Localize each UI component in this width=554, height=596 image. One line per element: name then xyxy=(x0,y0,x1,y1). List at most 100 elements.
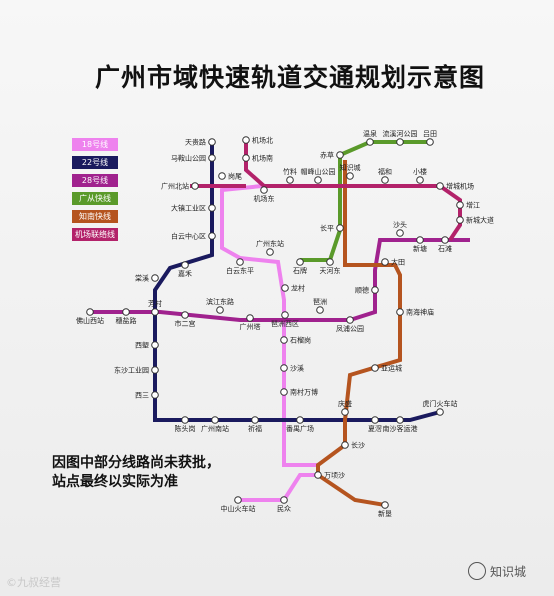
station-marker[interactable] xyxy=(326,258,334,266)
line-airport xyxy=(244,140,462,242)
station-marker[interactable] xyxy=(396,229,404,237)
station-marker[interactable] xyxy=(191,182,199,190)
station-label: 广州南站 xyxy=(201,424,229,433)
station-label: 新垦 xyxy=(378,509,392,518)
station-marker[interactable] xyxy=(416,236,424,244)
station-marker[interactable] xyxy=(336,151,344,159)
station-marker[interactable] xyxy=(456,216,464,224)
station-marker[interactable] xyxy=(251,416,259,424)
station-label: 龙村 xyxy=(291,284,305,293)
station-marker[interactable] xyxy=(371,416,379,424)
station-label: 西三 xyxy=(135,392,149,400)
station-marker[interactable] xyxy=(341,441,349,449)
station-marker[interactable] xyxy=(381,501,389,509)
station-marker[interactable] xyxy=(341,408,349,416)
station-label: 增城机场 xyxy=(446,182,474,191)
station-label: 夏滘 xyxy=(368,424,382,433)
station-label: 机场东 xyxy=(254,194,275,203)
station-marker[interactable] xyxy=(314,176,322,184)
station-marker[interactable] xyxy=(396,138,404,146)
line-gc xyxy=(300,140,430,262)
station-label: 增江 xyxy=(466,201,480,210)
station-label: 琶洲 xyxy=(313,298,327,306)
station-marker[interactable] xyxy=(296,416,304,424)
station-marker[interactable] xyxy=(416,176,424,184)
station-label: 嘉禾 xyxy=(178,269,192,278)
station-marker[interactable] xyxy=(316,306,324,314)
station-label: 西塱 xyxy=(135,341,149,350)
station-markers: 天贵路马鞍山公园广州北站岗尾机场北机场南机场东竹料帽峰山公园知识城福和小楼增城机… xyxy=(76,129,494,518)
station-marker[interactable] xyxy=(281,284,289,292)
station-marker[interactable] xyxy=(281,311,289,319)
station-marker[interactable] xyxy=(346,172,354,180)
station-marker[interactable] xyxy=(346,316,354,324)
station-label: 沙头 xyxy=(393,220,407,229)
legend-item-2: 28号线 xyxy=(72,174,118,187)
station-marker[interactable] xyxy=(314,471,322,479)
station-marker[interactable] xyxy=(218,172,226,180)
station-label: 东沙工业园 xyxy=(114,366,149,375)
station-marker[interactable] xyxy=(181,416,189,424)
station-marker[interactable] xyxy=(280,336,288,344)
station-marker[interactable] xyxy=(181,311,189,319)
station-marker[interactable] xyxy=(456,201,464,209)
station-marker[interactable] xyxy=(242,136,250,144)
station-label: 岗尾 xyxy=(228,173,242,181)
wechat-logo-icon xyxy=(468,562,486,580)
station-marker[interactable] xyxy=(436,182,444,190)
station-marker[interactable] xyxy=(211,416,219,424)
station-marker[interactable] xyxy=(371,286,379,294)
station-marker[interactable] xyxy=(208,138,216,146)
station-marker[interactable] xyxy=(246,314,254,322)
station-label: 温泉 xyxy=(363,129,377,138)
station-label: 南村万博 xyxy=(290,388,318,397)
station-marker[interactable] xyxy=(260,186,268,194)
station-marker[interactable] xyxy=(216,306,224,314)
station-marker[interactable] xyxy=(151,366,159,374)
station-label: 南海神庙 xyxy=(406,308,434,317)
station-marker[interactable] xyxy=(86,308,94,316)
station-marker[interactable] xyxy=(381,258,389,266)
station-marker[interactable] xyxy=(296,258,304,266)
station-marker[interactable] xyxy=(396,416,404,424)
station-label: 顺德 xyxy=(355,286,369,295)
station-label: 广州塔 xyxy=(240,322,261,331)
station-marker[interactable] xyxy=(280,364,288,372)
legend-item-1: 22号线 xyxy=(72,156,118,169)
station-label: 机场北 xyxy=(252,136,273,145)
station-label: 佛山西站 xyxy=(76,316,104,325)
station-marker[interactable] xyxy=(181,261,189,269)
station-label: 南沙客运港 xyxy=(383,424,418,433)
station-label: 流溪河公园 xyxy=(383,129,418,138)
station-marker[interactable] xyxy=(381,176,389,184)
station-label: 石榴岗 xyxy=(290,336,311,345)
station-marker[interactable] xyxy=(151,341,159,349)
station-marker[interactable] xyxy=(208,232,216,240)
station-marker[interactable] xyxy=(286,176,294,184)
station-marker[interactable] xyxy=(441,236,449,244)
station-marker[interactable] xyxy=(236,258,244,266)
station-marker[interactable] xyxy=(396,308,404,316)
station-marker[interactable] xyxy=(234,496,242,504)
station-marker[interactable] xyxy=(366,138,374,146)
station-marker[interactable] xyxy=(208,154,216,162)
station-marker[interactable] xyxy=(151,391,159,399)
station-marker[interactable] xyxy=(436,408,444,416)
station-label: 陈头岗 xyxy=(175,424,196,433)
legend-item-5: 机场联络线 xyxy=(72,228,118,241)
station-marker[interactable] xyxy=(266,248,274,256)
station-marker[interactable] xyxy=(122,308,130,316)
station-label: 石牌 xyxy=(293,266,307,275)
station-marker[interactable] xyxy=(280,388,288,396)
station-marker[interactable] xyxy=(280,496,288,504)
station-marker[interactable] xyxy=(151,274,159,282)
station-marker[interactable] xyxy=(242,154,250,162)
station-marker[interactable] xyxy=(371,364,379,372)
station-marker[interactable] xyxy=(151,308,159,316)
station-label: 大田 xyxy=(391,258,405,267)
station-marker[interactable] xyxy=(336,224,344,232)
station-marker[interactable] xyxy=(208,204,216,212)
station-label: 长沙 xyxy=(351,441,365,450)
station-marker[interactable] xyxy=(426,138,434,146)
